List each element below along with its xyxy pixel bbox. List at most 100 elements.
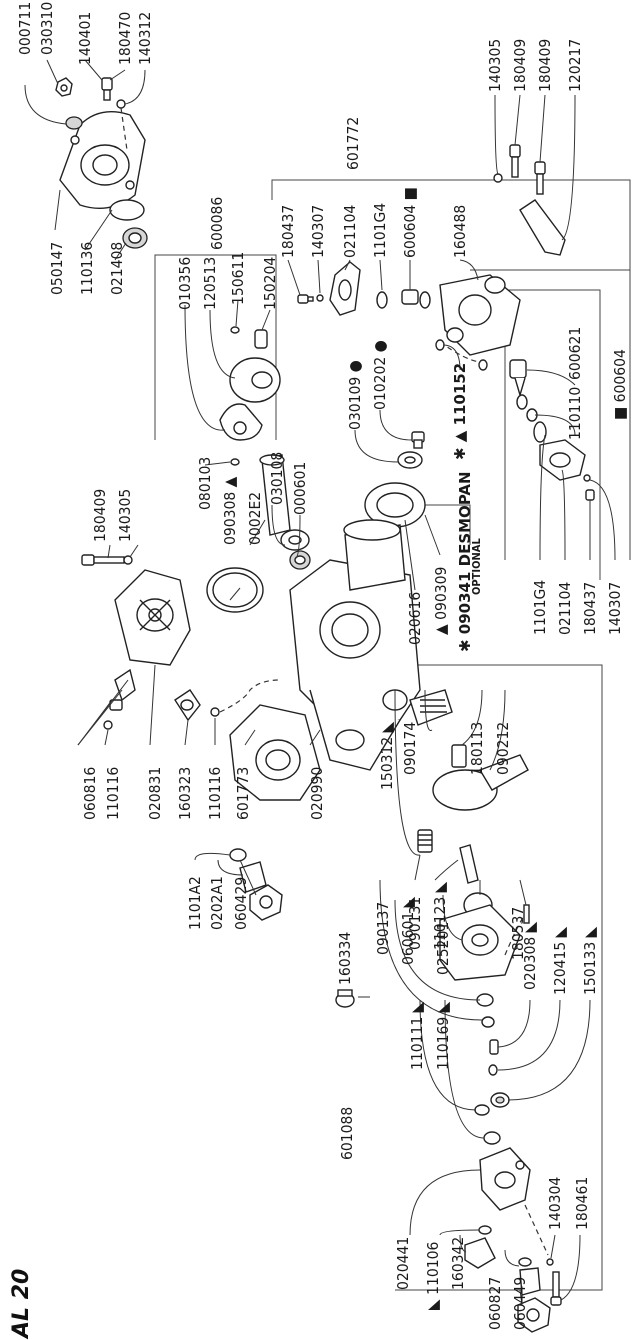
bearing-000601 <box>289 550 311 570</box>
pin-150611 <box>230 326 240 334</box>
label-020831: 020831 <box>146 767 164 820</box>
housing-160488 <box>439 274 521 356</box>
label-160334: 160334 <box>336 932 354 985</box>
label-150204: 150204 <box>261 257 279 310</box>
label-160323: 160323 <box>176 767 194 820</box>
label-110169: 110169 ◣ <box>434 1001 452 1070</box>
oring-110136 <box>109 199 145 221</box>
label-110152: ✱ ▲ 110152 <box>451 363 469 460</box>
label-150133: 150133 ◣ <box>581 926 599 995</box>
label-090308: 090308 ▲ <box>221 476 239 545</box>
ring-090308 <box>206 567 264 613</box>
label-0002E2: 0002E2 <box>246 492 264 545</box>
nut-160342 <box>464 1237 496 1269</box>
nut-060429 <box>249 884 283 921</box>
spring-180113 <box>451 744 467 768</box>
label-600086: 600086 <box>208 197 226 250</box>
label-120217: 120217 <box>566 39 584 92</box>
bearing-021408 <box>122 227 148 249</box>
label-1101G4a: 1101G4 <box>371 203 389 258</box>
nut-060449 <box>517 1297 551 1333</box>
label-140307b: 140307 <box>606 582 624 635</box>
label-120513: 120513 <box>201 257 219 310</box>
label-110110: 110110 <box>566 387 584 440</box>
oring-1101G4b <box>533 421 547 443</box>
label-110116a: 110116 <box>104 767 122 820</box>
cover-020831 <box>114 569 191 666</box>
label-060449: 060449 <box>511 1277 529 1330</box>
label-180461: 180461 <box>573 1177 591 1230</box>
oring-110169 <box>483 1131 501 1145</box>
label-020441: 020441 <box>394 1237 412 1290</box>
label-180470: 180470 <box>116 12 134 65</box>
pump-housing-020990 <box>289 559 421 771</box>
label-060827: 060827 <box>486 1277 504 1330</box>
knob-090174 <box>409 689 453 726</box>
bracket-optional <box>420 504 471 545</box>
label-110136: 110136 <box>78 242 96 295</box>
bracket-601772 <box>271 179 631 560</box>
head-601773 <box>229 704 321 801</box>
label-000711: 000711 <box>16 2 34 55</box>
bracket-601088 <box>370 664 603 1291</box>
pin-110123 <box>459 844 479 884</box>
seat-090137 <box>476 993 495 1028</box>
label-030108: 030108 <box>268 452 286 505</box>
nipple-0202A1 <box>239 861 267 893</box>
bolt-140401 <box>101 77 113 101</box>
label-180437a: 180437 <box>279 205 297 258</box>
label-140307a: 140307 <box>309 205 327 258</box>
pin-150204 <box>254 329 268 349</box>
washer-140305a <box>493 173 503 183</box>
label-030310: 030310 <box>38 2 56 55</box>
label-050147: 050147 <box>48 242 66 295</box>
valve-600604a <box>401 289 431 309</box>
label-020616: 020616 <box>406 592 424 645</box>
seat-110110 <box>516 394 538 422</box>
ring-140312 <box>116 99 126 109</box>
bolt-180409b <box>534 161 546 195</box>
valve-020308 <box>489 1039 499 1055</box>
label-110111: 110111 ◣ <box>408 1001 426 1070</box>
fitting-060816 <box>109 668 136 711</box>
page-tag: AL 20 <box>9 1269 34 1340</box>
label-140305a: 140305 <box>486 39 504 92</box>
label-140401: 140401 <box>76 12 94 65</box>
label-010356: 010356 <box>176 257 194 310</box>
label-140312: 140312 <box>136 12 154 65</box>
hub-120513 <box>229 357 281 403</box>
bracket-part-010356 <box>219 403 263 441</box>
bracket-600604 <box>504 289 601 580</box>
label-180409a: 180409 <box>511 39 529 92</box>
bolt-180409c <box>81 554 125 566</box>
label-601773: 601773 <box>234 767 252 820</box>
label-021408: 021408 <box>108 242 126 295</box>
valve-160323 <box>174 689 201 722</box>
valve-600621 <box>509 359 527 398</box>
washer-140307a <box>316 294 324 302</box>
label-0202A1: 0202A1 <box>208 876 226 930</box>
washer-000711 <box>65 116 83 130</box>
screw-010202 <box>411 431 425 449</box>
label-140305b: 140305 <box>116 489 134 542</box>
oring-1101G4a <box>376 291 388 309</box>
stem-180537 <box>523 904 530 924</box>
oring-120415 <box>488 1064 498 1076</box>
seal-150133 <box>490 1092 510 1108</box>
washer-140304 <box>546 1258 554 1266</box>
plug-160334 <box>335 989 355 1008</box>
cap-021104a <box>329 261 361 316</box>
shaft-0002E2 <box>259 454 291 536</box>
washer-140307b <box>583 474 591 482</box>
screw-180437b <box>585 489 595 501</box>
label-150312: 150312 ◣ <box>378 721 396 790</box>
piston-020616 <box>343 519 406 591</box>
label-601772: 601772 <box>344 117 362 170</box>
label-180409b: 180409 <box>536 39 554 92</box>
nut-030109 <box>397 451 423 469</box>
label-180437b: 180437 <box>581 582 599 635</box>
label-090309: ▲ 090309 <box>432 567 450 635</box>
label-010202: 010202 ● <box>371 340 389 410</box>
label-090212: 090212 <box>494 722 512 775</box>
label-080103: 080103 <box>196 457 214 510</box>
